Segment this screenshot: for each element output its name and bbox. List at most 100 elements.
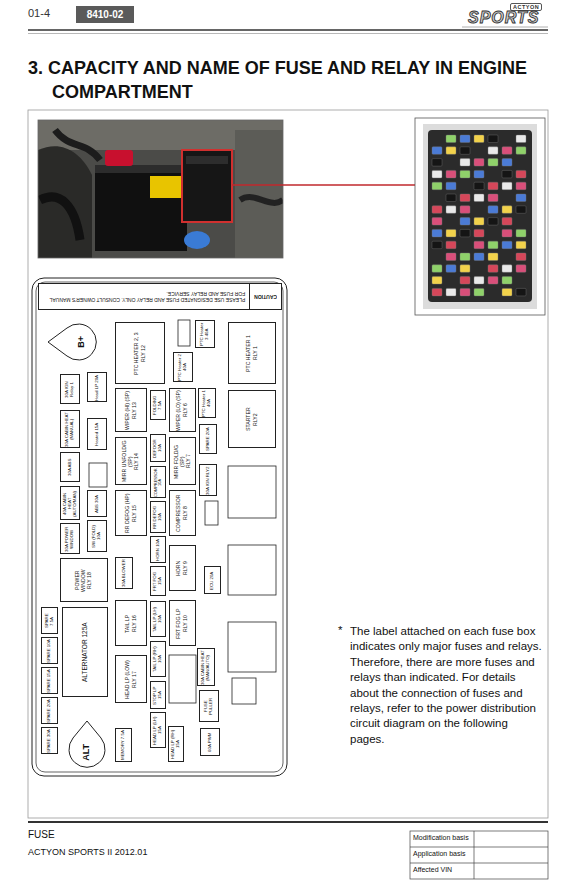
revision-table: [410, 831, 548, 879]
fuse-photo-cell: [432, 288, 442, 296]
logo-text: SPORTS: [468, 9, 540, 27]
fuse-box: SPARE 20A: [199, 424, 217, 454]
part-name: 30A ABS: [68, 454, 73, 481]
section-code: 8410-02: [76, 6, 134, 23]
fuse-photo-cell: [502, 277, 512, 285]
fuse-box-housing: [32, 278, 287, 776]
text-group: CAUTIONPLEASE USE DESIGNATED FUSE AND RE…: [39, 284, 281, 309]
relay-box: HEAD LP (LOW)RLY 17: [115, 655, 147, 703]
photo-border: [38, 120, 283, 258]
part-name: SPARE 7.5A: [45, 609, 55, 633]
fuse-photo-cell: [460, 288, 470, 296]
text-group: B+: [77, 336, 87, 348]
part-name: FOLDING 7.5A: [153, 392, 163, 419]
fuse-photo-cell: [474, 135, 484, 143]
part-name: Heated 15A: [95, 420, 100, 449]
fuse-box: HEAD LP (RH) 15A: [168, 726, 184, 762]
table-cell: Application basis: [413, 850, 466, 857]
text-group: WIPER (LO) (SP)RLY 6: [176, 390, 188, 431]
fuse-photo-cell: [488, 277, 498, 285]
content-frame: [28, 110, 548, 818]
engine-bay-photo: [95, 165, 187, 251]
text-group: TAIL LPRLY 16: [125, 602, 137, 645]
fuse-box: 40A CABIN HEAT (AUTO/MAN): [60, 486, 80, 520]
relay-box: STARTERRLY2: [228, 390, 276, 448]
engine-bay-photo: [40, 197, 80, 240]
part-name: PTC HEATER 1: [246, 324, 252, 383]
fuse-box: TAIL LP (RH) 10A: [150, 641, 166, 677]
fuse-photo-cell: [502, 182, 512, 190]
fuse-photo-cell: [460, 135, 470, 143]
part-name: HEAD LP (RH) 15A: [171, 728, 181, 761]
caution-band: CAUTIONPLEASE USE DESIGNATED FUSE AND RE…: [38, 283, 282, 310]
fuse-photo-cell: [432, 241, 442, 249]
text-group: FRT FOG LPRLY 10: [176, 602, 188, 645]
text-group: STARTERRLY2: [246, 392, 258, 447]
text-group: STOP LP 15A: [153, 683, 163, 708]
fuse-photo-cell: [502, 170, 512, 178]
text-group: Heated 15A: [95, 420, 100, 449]
fuse-photo-cell: [516, 194, 526, 202]
fuse-box: 30A BLOWER: [115, 557, 133, 589]
fuse-photo-cell: [516, 288, 526, 296]
fuse-photo-cell: [488, 206, 498, 214]
text-group: SPARE 10A: [47, 639, 52, 663]
part-name: TAIL LP (RH) 10A: [153, 643, 163, 676]
relay-number: RLY 17: [132, 657, 138, 702]
fuse-photo-cell: [432, 170, 442, 178]
relay-box: TAIL LPRLY 16: [115, 600, 147, 646]
part-name: FRT FOG LP: [176, 602, 182, 645]
part-name: POWER WINDOW: [75, 560, 86, 601]
part-name: SPARE 20A: [206, 426, 211, 453]
fuse-photo-cell: [516, 241, 526, 249]
relay-number: RLY 18: [87, 560, 93, 601]
fuse-box: STOP LP 15A: [150, 681, 166, 709]
fuse-photo-cell: [432, 182, 442, 190]
fuse-box: 30A CABIN HEAT (MAN/AUTO): [197, 648, 215, 686]
part-name: PTC Heater 1 40A: [202, 390, 212, 417]
part-name: 30A BLOWER: [122, 559, 127, 588]
engine-bay-photo: [240, 197, 283, 203]
text-group: ECU 20A: [210, 568, 215, 593]
text-group: MIRR UNFOLD/G (SP)RLY 14: [122, 439, 140, 484]
fuse-box: FOLDING 7.5A: [150, 390, 166, 420]
fuse-box: HEAD LP (LH) 15A: [150, 712, 166, 748]
fuse-photo-cell: [502, 265, 512, 273]
part-name: STARTER: [246, 392, 252, 447]
text-group: 30A IGN RLY2: [206, 466, 211, 495]
fuse-photo-cell: [460, 218, 470, 226]
relay-number: RLY2: [253, 392, 259, 447]
part-name: 40A CABIN HEAT (AUTO/MAN): [63, 488, 77, 519]
text-group: 30A BLOWER: [122, 559, 127, 588]
part-name: ABS 30A: [95, 492, 100, 516]
fuse-photo-cell: [446, 253, 456, 261]
text-group: COMPRESSORRLY 8: [176, 492, 188, 535]
relay-box: MIRR UNFOLD/G (SP)RLY 14: [115, 437, 147, 485]
fuse-box: Heated 15A: [87, 418, 107, 450]
part-name: HEAD LP (LH) 15A: [153, 714, 163, 747]
fuse-photo-cell: [474, 241, 484, 249]
fuse-photo-cell: [488, 265, 498, 273]
fuse-box: PTC Heater 2 40A: [173, 352, 193, 382]
part-name: STOP LP 15A: [153, 683, 163, 708]
relay-box: MIRR FOLD/G (SP)RLY 7: [169, 437, 196, 485]
fuse-photo-cell: [432, 277, 442, 285]
unlabeled-slot: [228, 466, 276, 518]
part-name: SPARE 30A: [47, 729, 52, 753]
terminal-outline: [45, 318, 100, 366]
callout-line: [232, 184, 415, 186]
text-group: WIPER (HI) (SP)RLY 13: [125, 390, 137, 431]
fuse-photo-cell: [432, 159, 442, 167]
part-name: ECU 20A: [210, 568, 215, 593]
text-group: FRT FOG 15A: [153, 568, 163, 595]
relay-number: RLY 1: [253, 324, 259, 383]
text-group: ABS 30A: [95, 492, 100, 516]
fuse-photo-cell: [474, 170, 484, 178]
text-group: 30A CABIN HEAT (MANUAL): [65, 412, 75, 447]
text-group: SPARE 20A: [47, 699, 52, 723]
part-name: FUSE PULLER: [204, 692, 214, 721]
fuse-photo-cell: [446, 170, 456, 178]
unlabeled-slot: [205, 501, 218, 525]
part-name: 60A PWM: [208, 730, 213, 755]
unlabeled-slot: [228, 622, 276, 672]
